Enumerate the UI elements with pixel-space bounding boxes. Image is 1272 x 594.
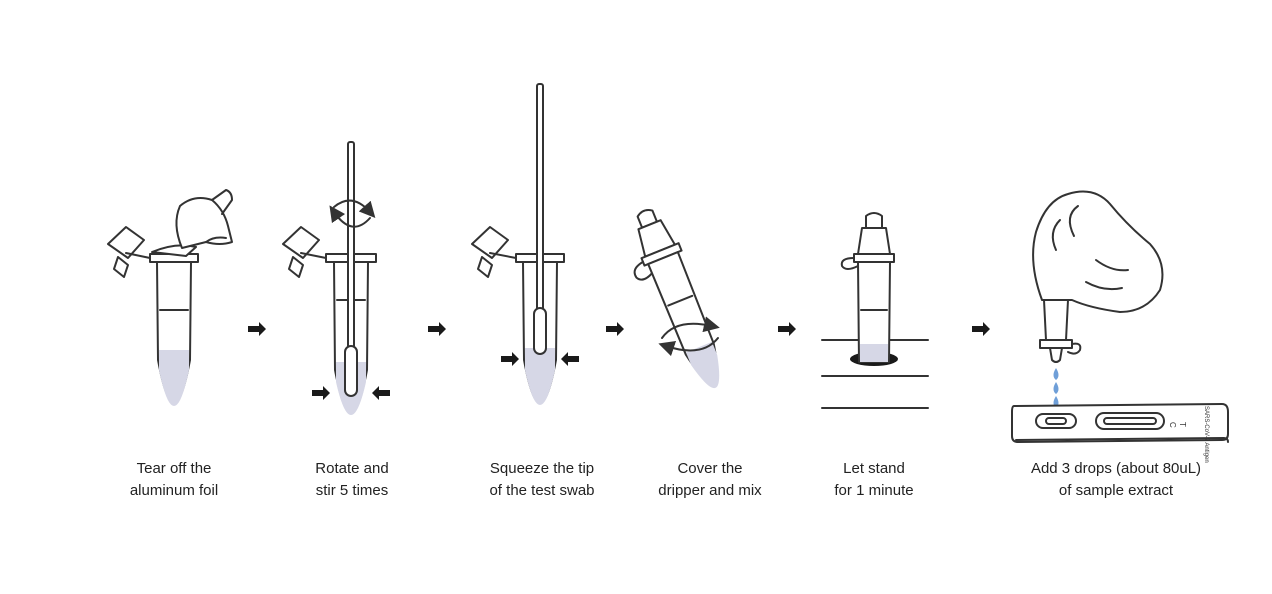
next-step-arrow-icon (972, 322, 990, 336)
cap-strap-icon (633, 260, 653, 281)
step5-caption-line1: Let stand (843, 460, 905, 477)
squeeze-arrow-icon (372, 386, 390, 400)
control-line-label: C (1168, 422, 1177, 428)
drop-icon (1053, 368, 1059, 380)
squeeze-arrow-icon (501, 352, 519, 366)
next-step-arrow-icon (248, 322, 266, 336)
step1-caption: Tear off the aluminum foil (64, 458, 284, 502)
step1-illustration (107, 189, 233, 406)
next-step-arrow-icon (778, 322, 796, 336)
step6-caption-line1: Add 3 drops (about 80uL) (1030, 460, 1202, 477)
step2-caption: Rotate and stir 5 times (242, 458, 462, 502)
step4-caption-line1: Cover the (677, 460, 743, 477)
step4-illustration (633, 208, 720, 388)
test-card-icon: C T SARS-CoV-2 Antigen (1011, 403, 1229, 463)
step5-illustration (821, 212, 929, 409)
extraction-liquid-icon (159, 350, 189, 406)
squeeze-arrow-icon (561, 352, 579, 366)
step4-caption: Cover the dripper and mix (600, 458, 820, 502)
hand-peeling-foil-icon (151, 189, 233, 257)
next-step-arrow-icon (428, 322, 446, 336)
tube-cap-icon (471, 226, 517, 278)
swab-icon (533, 83, 547, 355)
card-side-label: SARS-CoV-2 Antigen (1203, 406, 1209, 463)
step2-caption-line2: stir 5 times (315, 482, 389, 499)
next-step-arrow-icon (606, 322, 624, 336)
swab-icon (344, 141, 358, 397)
cap-strap-icon (840, 257, 859, 270)
squeeze-arrow-icon (312, 386, 330, 400)
step6-caption: Add 3 drops (about 80uL) of sample extra… (996, 458, 1236, 502)
step5-caption-line2: for 1 minute (834, 482, 914, 499)
drop-icon (1053, 382, 1059, 394)
tube-cap-icon (107, 226, 151, 278)
step3-caption: Squeeze the tip of the test swab (432, 458, 652, 502)
dripper-tip-icon (1049, 347, 1063, 363)
test-line-label: T (1178, 422, 1187, 427)
step4-caption-line2: dripper and mix (658, 482, 762, 499)
step6-illustration: C T SARS-CoV-2 Antigen (1011, 190, 1229, 463)
step3-caption-line2: of the test swab (489, 482, 595, 499)
rotate-arrows-icon (329, 199, 376, 228)
hand-holding-dripper-icon (1032, 190, 1164, 313)
mix-arrows-icon (658, 316, 720, 357)
tube-cap-icon (282, 226, 327, 278)
step2-illustration (282, 141, 390, 415)
step5-caption: Let stand for 1 minute (764, 458, 984, 502)
step1-caption-line1: Tear off the (136, 460, 212, 477)
step6-caption-line2: of sample extract (1058, 482, 1174, 499)
step2-caption-line1: Rotate and (315, 460, 389, 477)
step3-caption-line1: Squeeze the tip (489, 460, 595, 477)
step3-illustration (471, 83, 579, 405)
dripper-icon (1043, 299, 1069, 341)
step1-caption-line2: aluminum foil (129, 482, 219, 499)
